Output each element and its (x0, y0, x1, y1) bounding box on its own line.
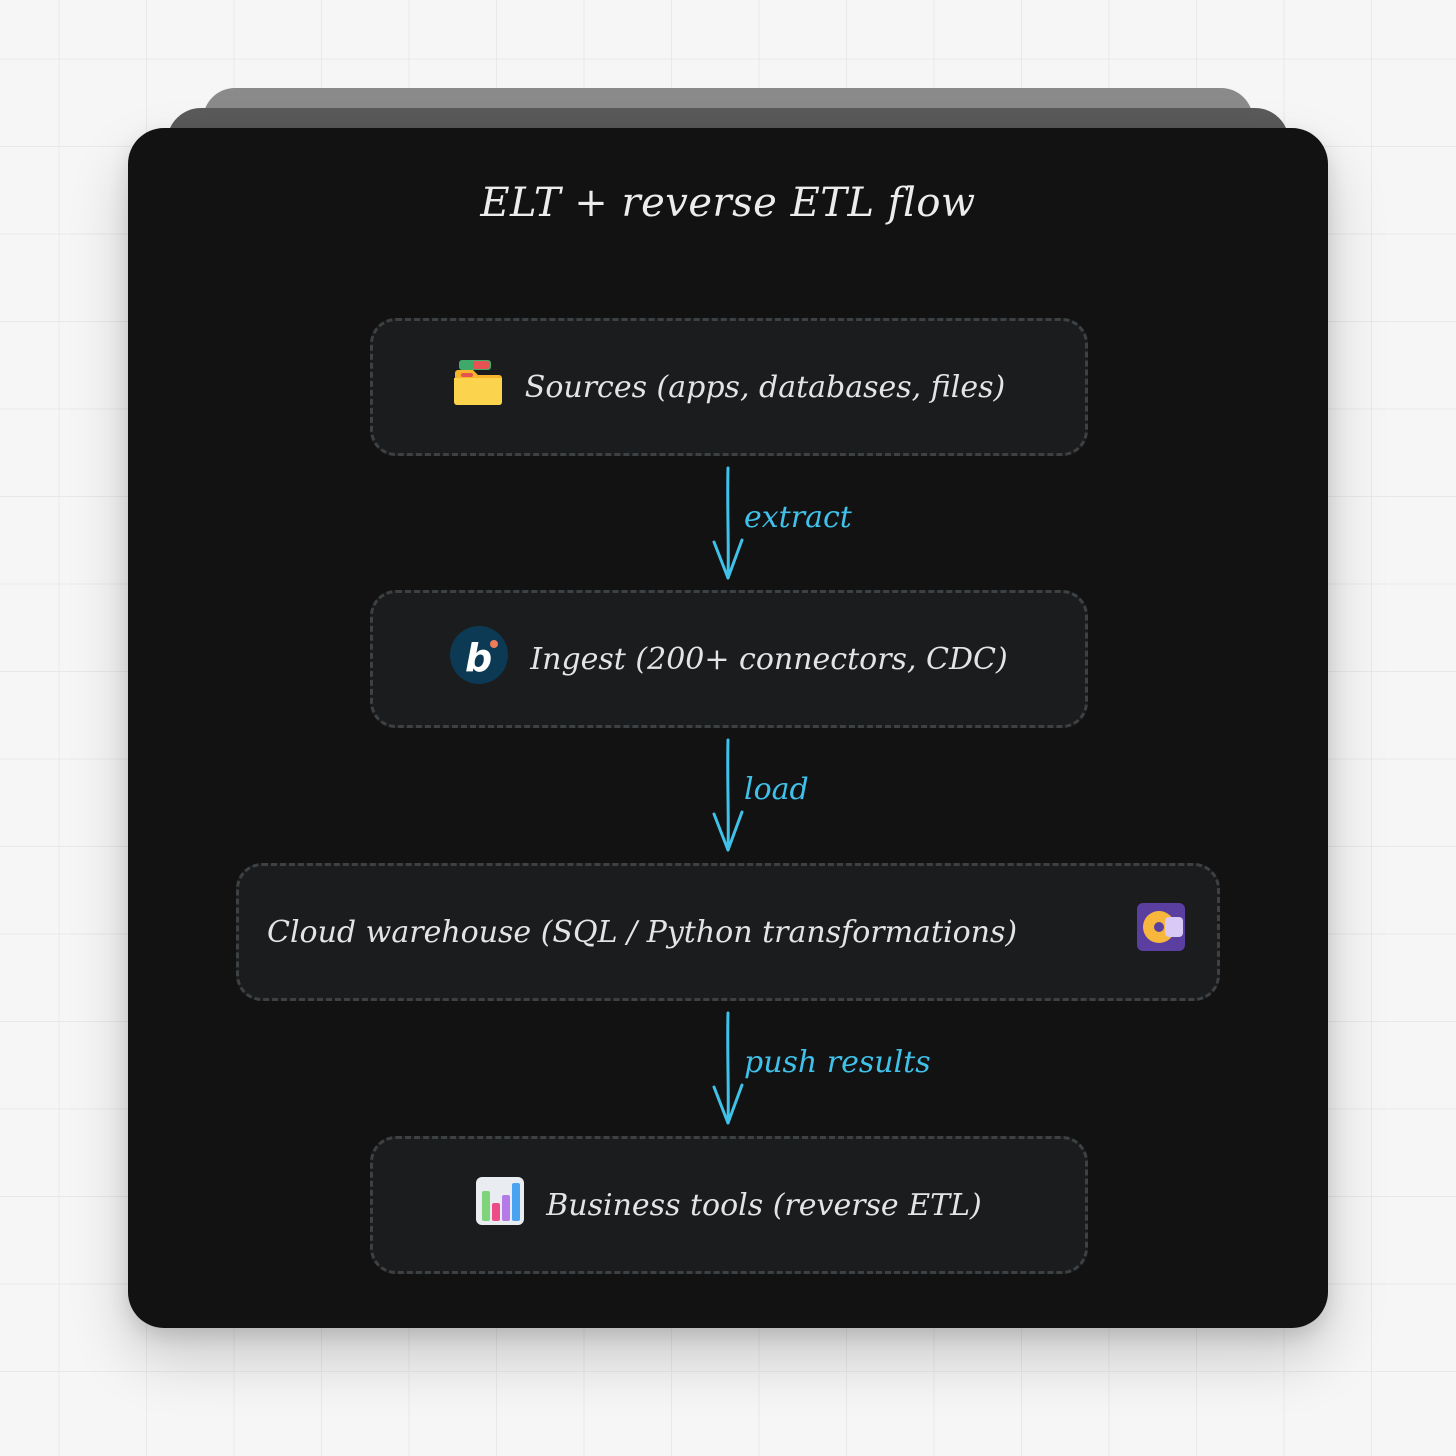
node-ingest[interactable]: b Ingest (200+ connectors, CDC) (370, 590, 1088, 728)
edge-extract-arrow (712, 466, 744, 580)
bar-chart-icon (476, 1177, 525, 1233)
node-business-tools-label: Business tools (reverse ETL) (546, 1187, 982, 1223)
node-business-tools[interactable]: Business tools (reverse ETL) (370, 1136, 1088, 1274)
node-ingest-label: Ingest (200+ connectors, CDC) (530, 641, 1008, 677)
edge-label-push-results: push results (744, 1045, 931, 1080)
connector-logo-icon: b (450, 626, 509, 692)
folder-icon (453, 360, 503, 414)
warehouse-app-icon (1137, 903, 1185, 959)
node-warehouse[interactable]: Cloud warehouse (SQL / Python transforma… (236, 863, 1220, 1001)
edge-label-extract: extract (744, 500, 852, 535)
edge-push-results-arrow (712, 1011, 744, 1125)
diagram-card: ELT + reverse ETL flow Sources (apps, da… (128, 128, 1328, 1328)
node-warehouse-label: Cloud warehouse (SQL / Python transforma… (267, 914, 1018, 950)
svg-text:b: b (465, 636, 492, 680)
edge-label-load: load (744, 772, 809, 807)
edge-load-arrow (712, 738, 744, 852)
node-sources[interactable]: Sources (apps, databases, files) (370, 318, 1088, 456)
diagram-title: ELT + reverse ETL flow (480, 180, 976, 226)
node-sources-label: Sources (apps, databases, files) (524, 369, 1006, 405)
